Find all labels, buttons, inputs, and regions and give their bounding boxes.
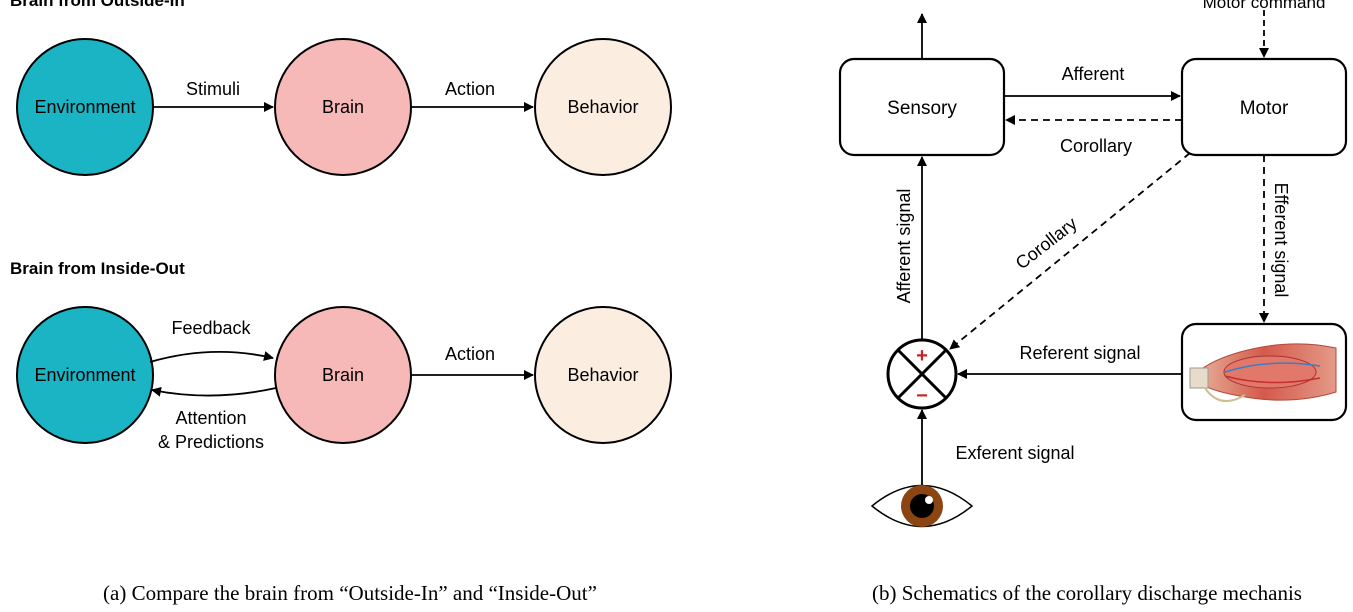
plus-sign: + [916, 345, 928, 367]
environment-node-bottom [16, 306, 154, 444]
attention-arrow [151, 386, 277, 397]
caption-a: (a) Compare the brain from “Outside-In” … [103, 581, 597, 605]
afferent-signal-label: Afferent signal [894, 189, 914, 304]
behavior-node-top [534, 38, 672, 176]
behavior-label-top: Behavior [567, 97, 638, 117]
behavior-node-bottom [534, 306, 672, 444]
feedback-label: Feedback [171, 318, 251, 338]
comparator-icon [886, 338, 958, 410]
title-outside-in: Brain from Outside-In [10, 0, 185, 10]
attention-label-line1: Attention [175, 408, 246, 428]
muscle-icon [1189, 343, 1337, 403]
efferent-signal-label: Efferent signal [1271, 183, 1291, 298]
environment-label-bottom: Environment [34, 365, 135, 385]
motor-command-label: Motor command [1203, 0, 1326, 12]
feedback-arrow [149, 350, 274, 363]
behavior-label-bottom: Behavior [567, 365, 638, 385]
caption-b: (b) Schematics of the corollary discharg… [872, 581, 1302, 605]
corollary-diagonal-arrow [949, 152, 1191, 350]
action-label-bottom: Action [445, 344, 495, 364]
panel-b: Sensory Motor Motor command Afferent Cor… [838, 0, 1348, 605]
brain-label-top: Brain [322, 97, 364, 117]
corollary-horizontal-label: Corollary [1060, 136, 1132, 156]
exferent-signal-label: Exferent signal [955, 443, 1074, 463]
brain-label-bottom: Brain [322, 365, 364, 385]
corollary-diagonal-label: Corollary [1012, 213, 1081, 273]
eye-icon [870, 484, 974, 528]
afferent-label: Afferent [1062, 64, 1125, 84]
panel-a: Brain from Outside-In Environment Brain … [10, 0, 672, 605]
referent-signal-label: Referent signal [1019, 343, 1140, 363]
stimuli-label: Stimuli [186, 79, 240, 99]
title-inside-out: Brain from Inside-Out [10, 259, 185, 278]
attention-label-line2: & Predictions [158, 432, 264, 452]
action-label-top: Action [445, 79, 495, 99]
environment-label-top: Environment [34, 97, 135, 117]
motor-label: Motor [1240, 98, 1289, 119]
sensory-label: Sensory [887, 98, 957, 119]
minus-sign: − [916, 385, 928, 407]
